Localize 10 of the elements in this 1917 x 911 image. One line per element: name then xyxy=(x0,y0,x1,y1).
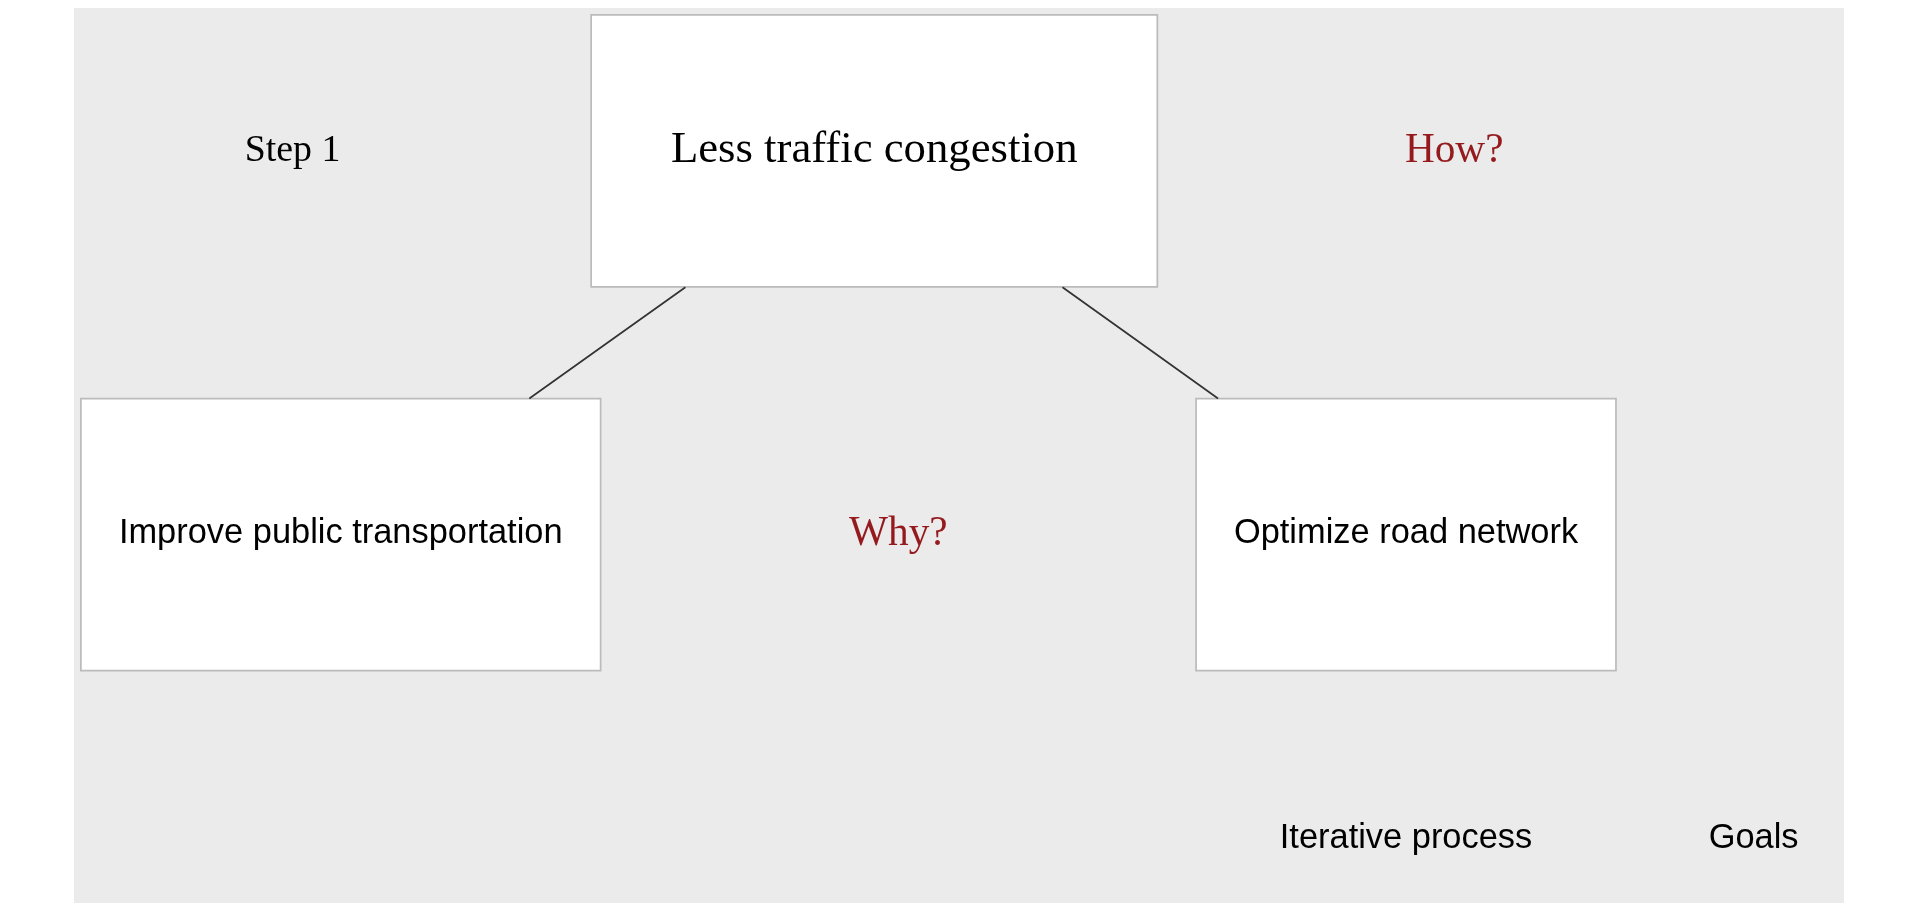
label: How? xyxy=(1404,124,1504,171)
connector xyxy=(1061,286,1219,400)
legend-label: Iterative process xyxy=(1279,816,1532,855)
label: Step 1 xyxy=(244,126,340,169)
node-box: Optimize road network xyxy=(1194,397,1617,672)
label: Why? xyxy=(848,508,948,555)
connector xyxy=(527,286,686,400)
legend-label: Goals xyxy=(1708,816,1799,855)
node-box: Improve public transportation xyxy=(79,397,601,672)
node-box: Less traffic congestion xyxy=(589,14,1158,288)
